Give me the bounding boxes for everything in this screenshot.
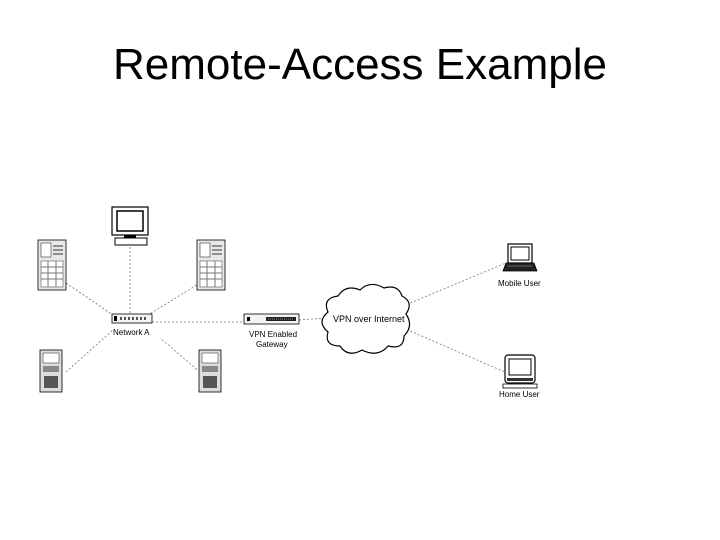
- laptop-icon: [502, 243, 538, 272]
- link-cloud-home: [402, 327, 506, 373]
- hub-icon: [111, 313, 153, 324]
- server-icon: [196, 239, 226, 291]
- link-server-topright-hub: [147, 282, 201, 316]
- link-gateway-cloud: [298, 317, 327, 321]
- vpn-gateway-icon: [243, 313, 300, 325]
- server-icon: [198, 349, 222, 393]
- home-user-label: Home User: [499, 390, 540, 399]
- link-cloud-mobile: [402, 262, 507, 307]
- link-server-bottomleft-hub: [65, 329, 114, 373]
- cloud-icon: [321, 283, 411, 354]
- server-icon: [37, 239, 67, 291]
- connection-lines: [65, 247, 507, 373]
- gateway-label-line2: Gateway: [256, 340, 288, 349]
- mobile-user-label: Mobile User: [498, 279, 541, 288]
- network-a-label: Network A: [113, 328, 150, 337]
- link-server-bottomright-hub: [159, 337, 201, 373]
- server-icon: [39, 349, 63, 393]
- monitor-icon: [111, 206, 149, 246]
- link-server-topleft-hub: [65, 282, 114, 316]
- home-computer-icon: [502, 354, 538, 389]
- internet-label: VPN over Internet: [333, 314, 405, 324]
- slide-title: Remote-Access Example: [113, 40, 607, 89]
- gateway-label-line1: VPN Enabled: [249, 330, 297, 339]
